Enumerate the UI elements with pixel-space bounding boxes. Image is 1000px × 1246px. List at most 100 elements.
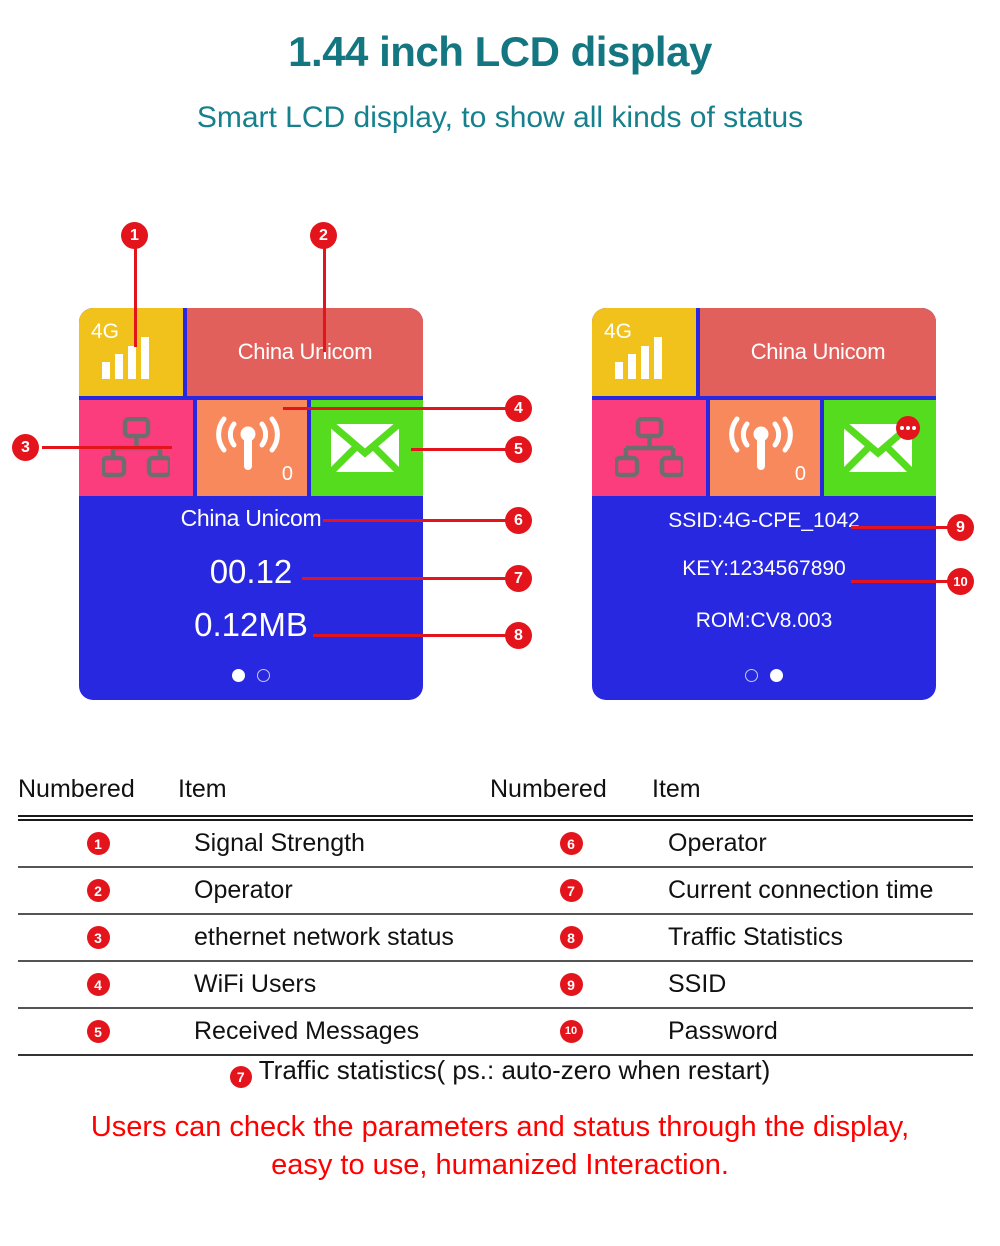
page-dot-1[interactable] <box>232 669 245 682</box>
legend-header-rule <box>18 815 973 821</box>
operator-tile-label: China Unicom <box>237 339 373 364</box>
row-number-right-cell: 8 <box>490 926 652 949</box>
envelope-icon <box>842 422 914 474</box>
lcd-screen-status: 4G China Unicom <box>79 308 423 700</box>
callout-4: 4 <box>505 395 532 422</box>
table-row: 4 WiFi Users 9 SSID <box>18 962 973 1009</box>
row-number-left-cell: 1 <box>18 832 178 855</box>
signal-bar-4 <box>141 337 149 379</box>
row-number-left-cell: 3 <box>18 926 178 949</box>
row-badge-6: 6 <box>559 832 583 855</box>
info-key: KEY:1234567890 <box>682 557 846 580</box>
info-connection-time: 00.12 <box>209 553 293 590</box>
signal-bar-2 <box>115 354 123 379</box>
leader-line-2 <box>323 247 326 352</box>
header-item-right: Item <box>652 775 701 803</box>
callout-3: 3 <box>12 434 39 461</box>
wifi-signal-icon <box>729 416 793 470</box>
header-item-left: Item <box>178 775 227 803</box>
tile-signal-strength: 4G <box>79 308 183 396</box>
leader-line-8 <box>313 634 506 637</box>
leader-line-4 <box>283 407 506 410</box>
signal-bar-1 <box>615 362 623 379</box>
signal-bar-4 <box>654 337 662 379</box>
signal-bars <box>102 337 149 379</box>
row-item-left: Operator <box>194 876 293 904</box>
page-title: 1.44 inch LCD display <box>288 28 712 75</box>
leader-line-7 <box>302 577 506 580</box>
row-item-right: SSID <box>668 970 727 998</box>
tile-ethernet-status-right <box>592 400 706 496</box>
new-message-badge-icon <box>896 416 920 440</box>
legend-table: Numbered Item Numbered Item 1 Signal Str… <box>18 775 973 1056</box>
info-ssid: SSID:4G-CPE_1042 <box>668 509 860 532</box>
tile-received-messages <box>311 400 423 496</box>
page-dot-1[interactable] <box>745 669 758 682</box>
callout-7: 7 <box>505 565 532 592</box>
mail-group <box>329 418 405 478</box>
network-type-label: 4G <box>91 320 120 343</box>
callout-6: 6 <box>505 507 532 534</box>
signal-bar-3 <box>641 346 649 379</box>
info-operator: China Unicom <box>180 505 322 531</box>
signal-bar-1 <box>102 362 110 379</box>
footnote-badge: 7 <box>229 1066 252 1088</box>
leader-line-3 <box>42 446 172 449</box>
info-traffic: 0.12MB <box>194 606 308 643</box>
header-numbered-left: Numbered <box>18 775 135 803</box>
row-item-right: Traffic Statistics <box>668 923 844 951</box>
operator-tile-label-right: China Unicom <box>750 339 886 364</box>
tile-operator-right: China Unicom <box>700 308 936 396</box>
table-row: 2 Operator 7 Current connection time <box>18 868 973 915</box>
signal-strength-icon-right: 4G <box>602 321 686 383</box>
leader-line-6 <box>323 519 506 522</box>
lcd-info-area-status: China Unicom 00.12 0.12MB <box>79 500 423 700</box>
tile-operator: China Unicom <box>187 308 423 396</box>
wifi-user-count-right: 0 <box>794 463 806 485</box>
table-row: 3 ethernet network status 8 Traffic Stat… <box>18 915 973 962</box>
info-rom: ROM:CV8.003 <box>695 609 833 632</box>
legend-header-row: Numbered Item Numbered Item <box>18 775 973 813</box>
row-item-left: Received Messages <box>194 1017 420 1045</box>
row-badge-4: 4 <box>86 973 110 996</box>
tile-wifi-users: 0 <box>197 400 307 496</box>
ethernet-network-icon <box>615 417 683 478</box>
lcd-tile-grid-right: 4G China Unicom <box>592 308 936 500</box>
footnote-text: Traffic statistics( ps.: auto-zero when … <box>258 1055 771 1085</box>
row-number-left-cell: 2 <box>18 879 178 902</box>
leader-line-9 <box>851 526 948 529</box>
callout-8: 8 <box>505 622 532 649</box>
leader-line-10 <box>851 580 948 583</box>
page-subtitle: Smart LCD display, to show all kinds of … <box>196 101 804 134</box>
row-item-left: WiFi Users <box>194 970 317 998</box>
row-item-left: Signal Strength <box>194 829 365 857</box>
signal-bars-right <box>615 337 662 379</box>
page-indicator-left[interactable] <box>79 669 423 682</box>
row-item-right: Current connection time <box>668 876 934 904</box>
network-type-label-right: 4G <box>604 320 633 343</box>
row-item-right: Operator <box>668 829 767 857</box>
tile-wifi-users-right: 0 <box>710 400 820 496</box>
row-badge-3: 3 <box>86 926 110 949</box>
row-badge-7: 7 <box>559 879 583 902</box>
signal-bar-2 <box>628 354 636 379</box>
row-badge-1: 1 <box>86 832 110 855</box>
row-number-right-cell: 10 <box>490 1020 652 1043</box>
row-number-left-cell: 4 <box>18 973 178 996</box>
badge-dot-3 <box>912 426 916 430</box>
wifi-users-group-right: 0 <box>722 416 808 484</box>
signal-bar-3 <box>128 346 136 379</box>
closing-line-2: easy to use, humanized Interaction. <box>271 1149 729 1182</box>
page-indicator-right[interactable] <box>592 669 936 682</box>
lcd-screen-info: 4G China Unicom <box>592 308 936 700</box>
page-dot-2[interactable] <box>257 669 270 682</box>
row-number-right-cell: 6 <box>490 832 652 855</box>
closing-statement: Users can check the parameters and statu… <box>70 1108 930 1185</box>
lcd-tile-grid: 4G China Unicom <box>79 308 423 500</box>
mail-group-right <box>842 416 920 478</box>
page-dot-2[interactable] <box>770 669 783 682</box>
row-badge-9: 9 <box>559 973 583 996</box>
row-item-left: ethernet network status <box>194 923 454 951</box>
callout-5: 5 <box>505 436 532 463</box>
